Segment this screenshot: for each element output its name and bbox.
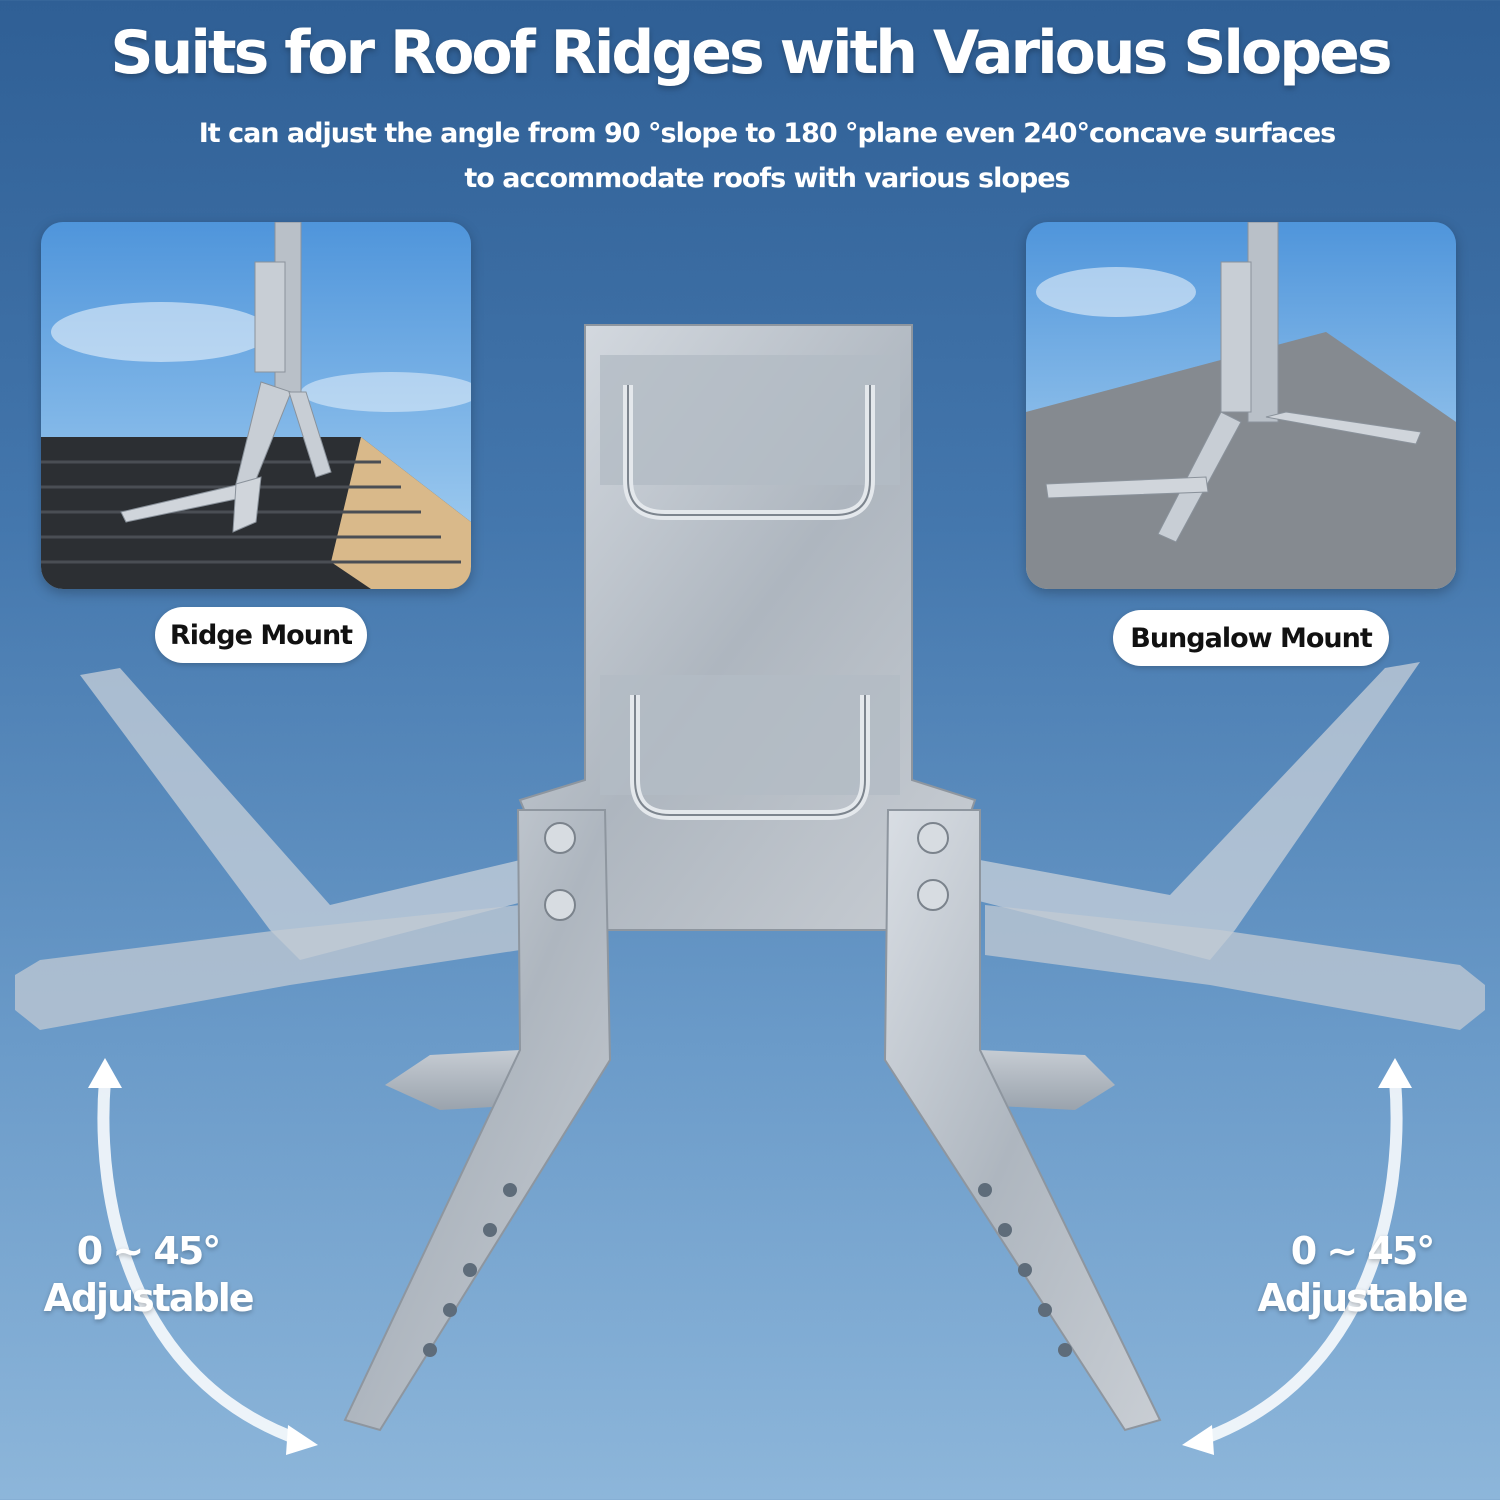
left-adjust-caption: 0 ~ 45° Adjustable [38, 1228, 258, 1322]
left-leg [343, 809, 612, 1432]
right-angle-range: 0 ~ 45° [1290, 1229, 1436, 1273]
subtitle-line-1: It can adjust the angle from 90 °slope t… [198, 118, 1337, 149]
left-arm-short [385, 1050, 525, 1110]
main-plate [518, 324, 977, 931]
left-arm-upper [80, 668, 530, 960]
right-arm-short [980, 1050, 1115, 1110]
left-angle-range: 0 ~ 45° [76, 1229, 222, 1273]
right-arm-middle [985, 905, 1485, 1030]
headline: Suits for Roof Ridges with Various Slope… [110, 18, 1392, 88]
ridge-mount-photo [41, 222, 471, 589]
bungalow-mount-photo [1026, 222, 1456, 589]
right-adjust-caption: 0 ~ 45° Adjustable [1252, 1228, 1472, 1322]
left-arm-middle [15, 905, 520, 1030]
right-adjustable-text: Adjustable [1257, 1276, 1468, 1320]
ridge-mount-label: Ridge Mount [155, 607, 367, 663]
right-arm-upper [975, 662, 1420, 960]
left-adjustable-text: Adjustable [43, 1276, 254, 1320]
subtitle-line-2: to accommodate roofs with various slopes [464, 163, 1070, 194]
right-leg [883, 809, 1162, 1432]
bungalow-mount-label: Bungalow Mount [1113, 610, 1389, 666]
